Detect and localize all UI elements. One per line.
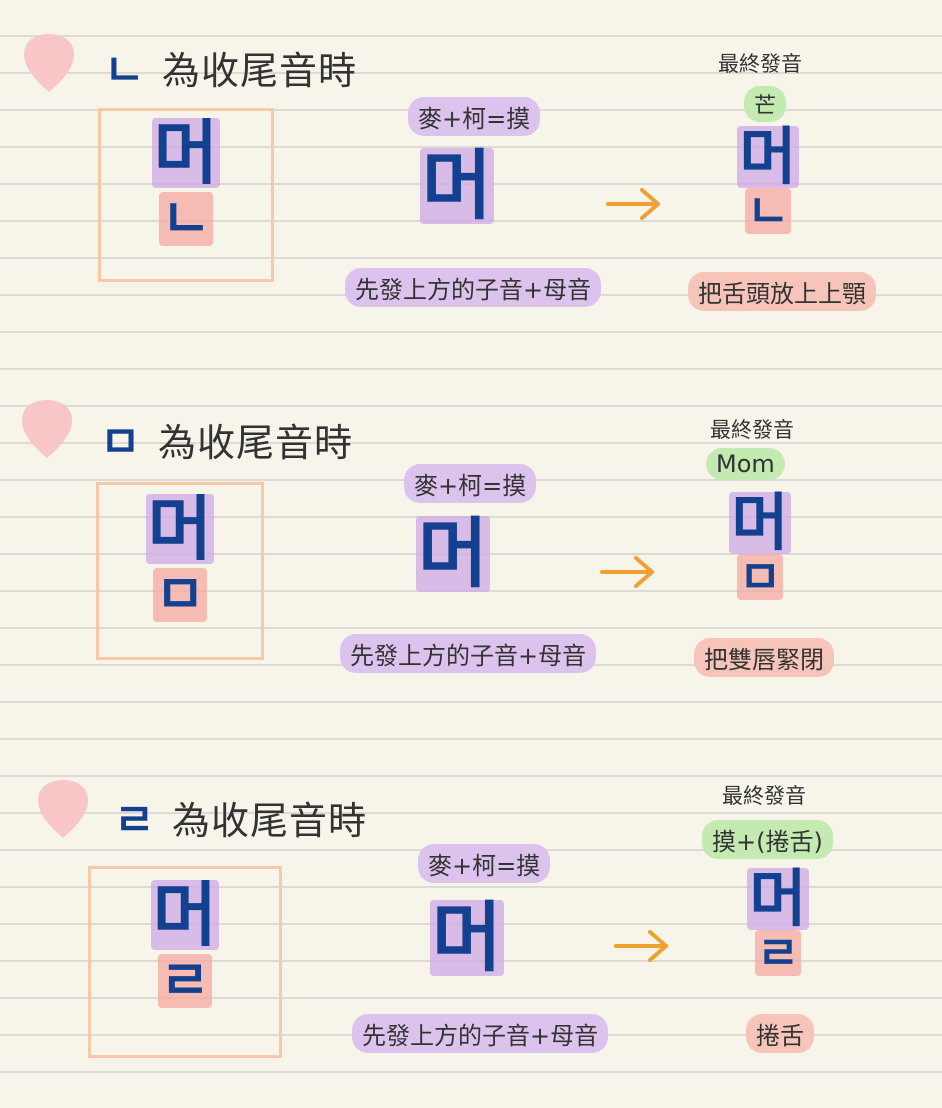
syllable-box — [98, 108, 274, 282]
section-title: 為收尾音時 — [158, 421, 354, 465]
first-step-label: 先發上方的子音+母音 — [345, 268, 602, 307]
tip-label: 把舌頭放上上顎 — [688, 272, 876, 311]
section-final-n: ㄴ 為收尾音時 머 ㄴ 麥+柯=摸 머 先發上方的子音+母音 最終發音 芒 머 … — [0, 0, 942, 360]
combo-label: 麥+柯=摸 — [404, 464, 537, 503]
main-syllable: 머 ㄴ — [98, 118, 274, 246]
final-consonant: ㄴ — [104, 45, 145, 96]
syllable-top: 머 — [151, 112, 221, 194]
syllable-final: ㅁ — [153, 563, 207, 626]
main-syllable: 머 ㄹ — [88, 880, 282, 1008]
final-pronunciation-label: 最終發音 — [722, 784, 806, 808]
combo-label: 麥+柯=摸 — [418, 844, 551, 883]
first-step-label: 先發上方的子音+母音 — [352, 1014, 609, 1053]
combo-label: 麥+柯=摸 — [408, 97, 541, 136]
syllable-final: ㄹ — [158, 949, 212, 1012]
syllable-top: 머 — [145, 488, 215, 570]
base-syllable: 머 — [416, 509, 490, 598]
section-final-m: ㅁ 為收尾音時 머 ㅁ 麥+柯=摸 머 先發上方的子音+母音 最終發音 Mom … — [0, 368, 942, 728]
main-syllable: 머 ㅁ — [96, 494, 264, 622]
base-syllable: 머 — [420, 141, 494, 230]
syllable-box — [96, 482, 264, 660]
first-step-label: 先發上方的子音+母音 — [340, 634, 597, 673]
syllable-box — [88, 866, 282, 1058]
tip-label: 把雙唇緊閉 — [694, 638, 834, 677]
syllable-final: ㄴ — [159, 187, 213, 250]
result-syllable: 머 ㄹ — [747, 862, 809, 980]
result-label: 摸+(捲舌) — [702, 820, 833, 859]
result-label: 芒 — [744, 86, 787, 122]
section-title: 為收尾音時 — [172, 799, 368, 843]
final-consonant: ㅁ — [100, 417, 141, 468]
final-consonant: ㄹ — [114, 795, 155, 846]
arrow-right-icon — [606, 188, 660, 220]
result-syllable: 머 ㄴ — [737, 120, 799, 238]
heart-icon — [22, 400, 72, 458]
final-pronunciation-label: 最終發音 — [718, 52, 802, 76]
base-syllable: 머 — [430, 893, 504, 982]
result-syllable: 머 ㅁ — [729, 486, 791, 604]
arrow-right-icon — [614, 930, 668, 962]
heart-icon — [38, 780, 88, 838]
final-pronunciation-label: 最終發音 — [710, 418, 794, 442]
arrow-right-icon — [600, 556, 654, 588]
heart-icon — [24, 34, 74, 92]
result-label: Mom — [706, 448, 785, 480]
section-final-l: ㄹ 為收尾音時 머 ㄹ 麥+柯=摸 머 先發上方的子音+母音 最終發音 摸+(捲… — [0, 748, 942, 1108]
tip-label: 捲舌 — [746, 1014, 814, 1053]
syllable-top: 머 — [150, 874, 220, 956]
section-title: 為收尾音時 — [162, 49, 358, 93]
